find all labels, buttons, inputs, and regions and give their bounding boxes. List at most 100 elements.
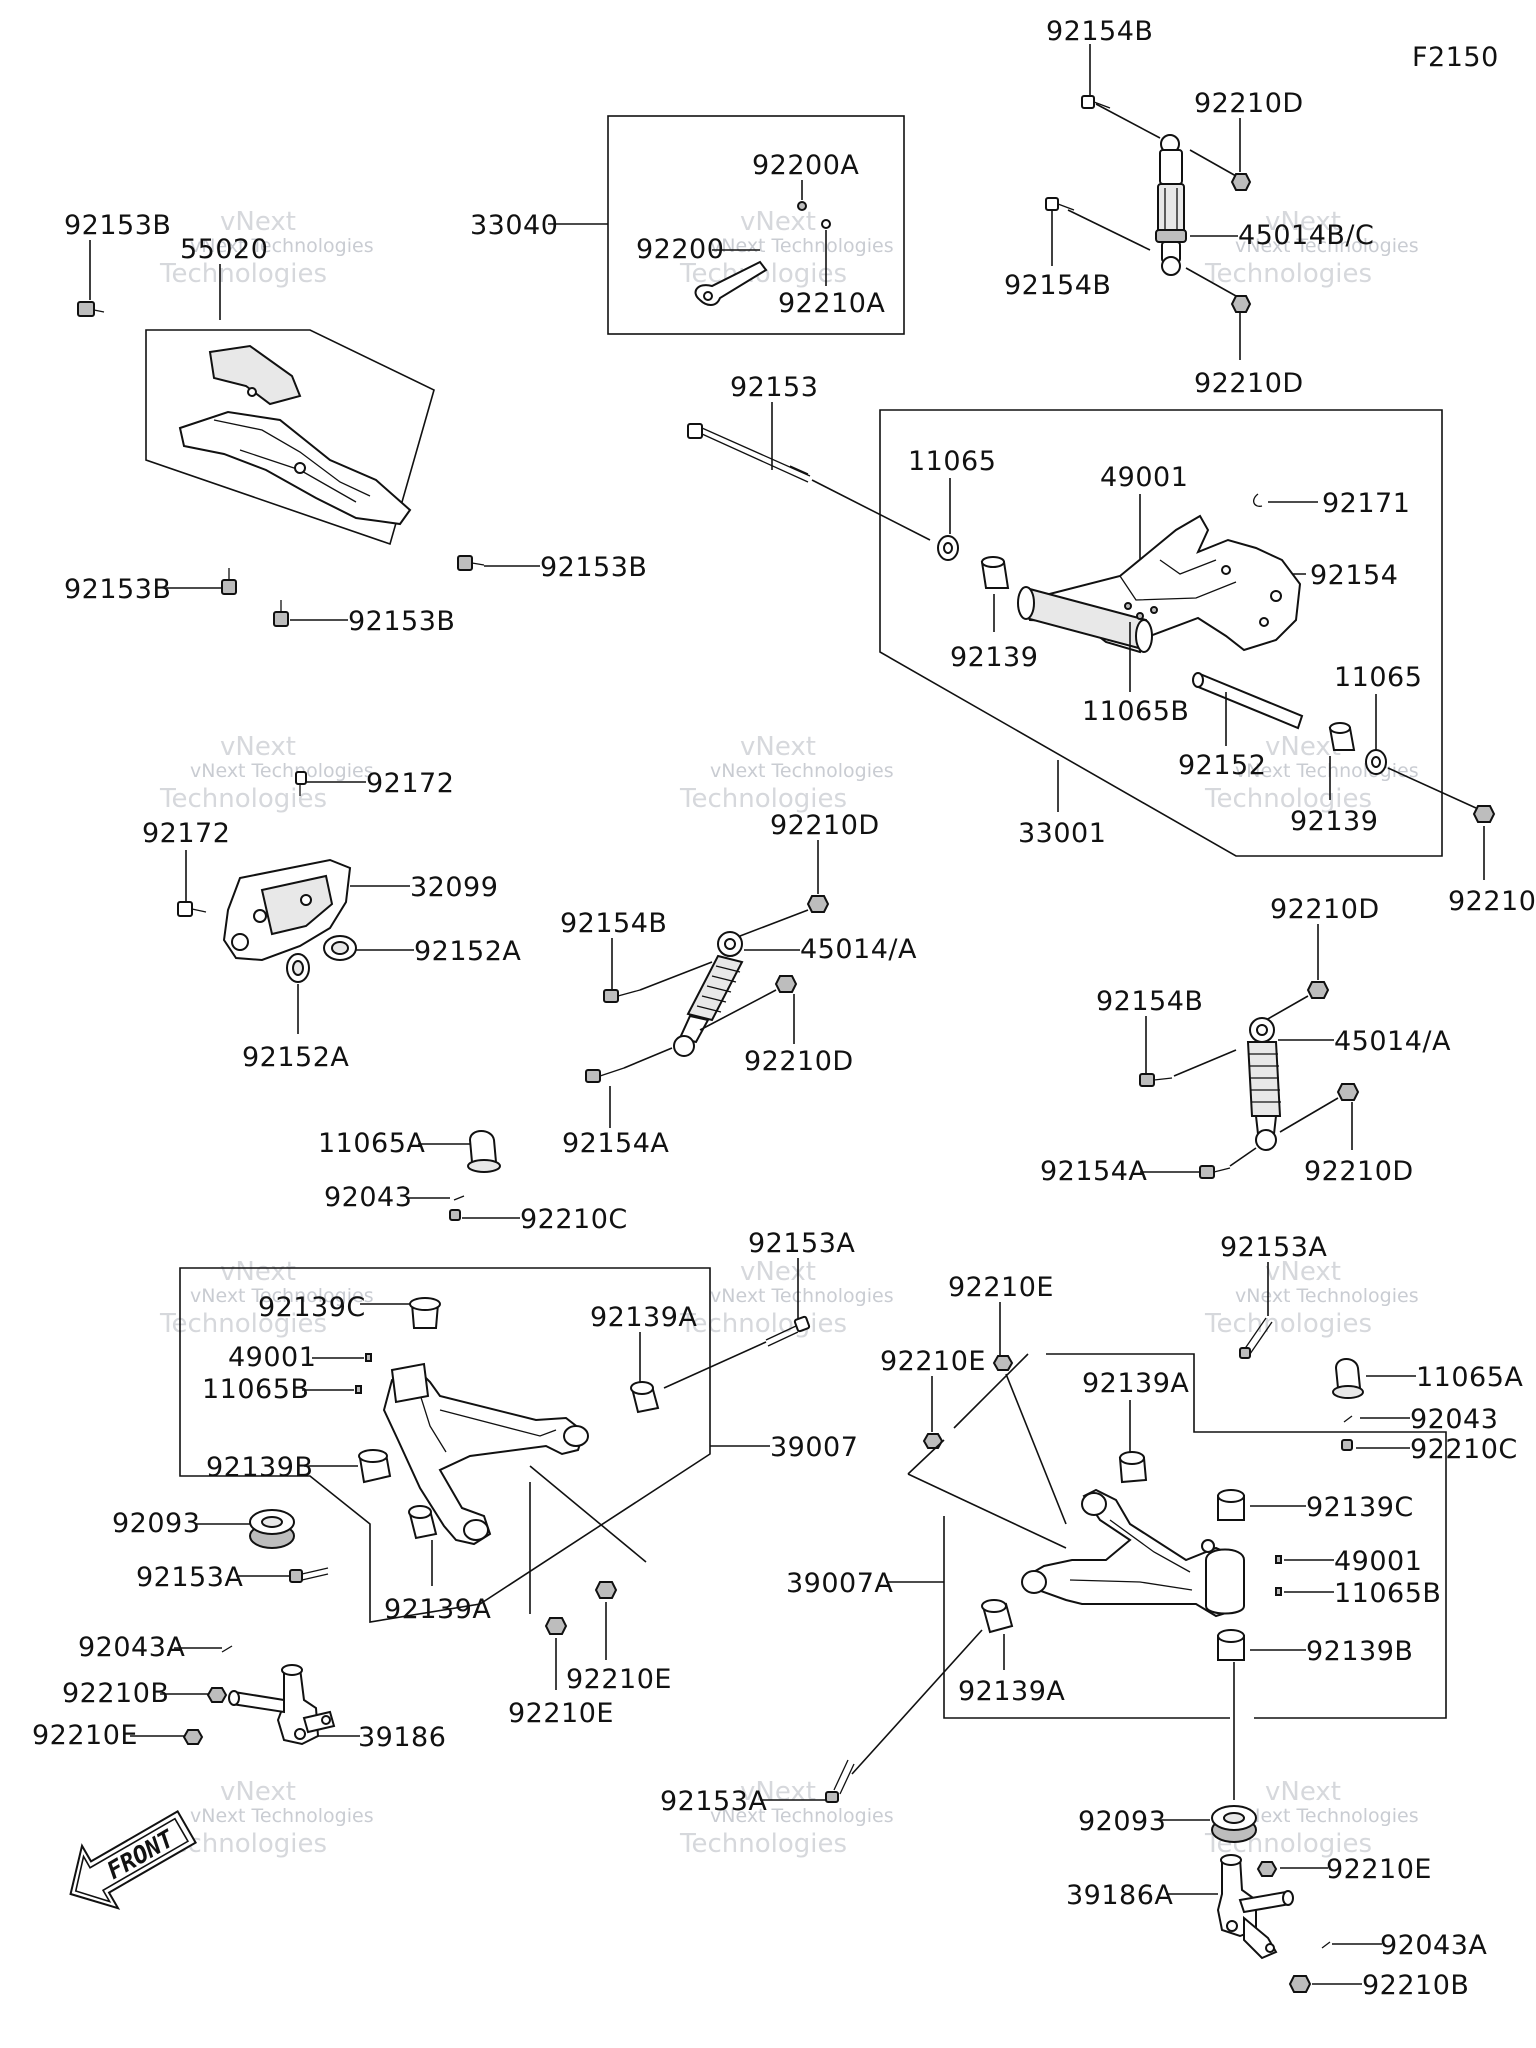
part-label-92210D[interactable]: 92210D bbox=[744, 1046, 854, 1077]
nut-92210D[interactable] bbox=[1230, 173, 1252, 191]
grommet-92152A[interactable] bbox=[323, 935, 357, 961]
bushing-92139B[interactable] bbox=[1217, 1629, 1245, 1661]
bolt-92154A[interactable] bbox=[1199, 1165, 1231, 1179]
part-label-92139C[interactable]: 92139C bbox=[258, 1292, 366, 1323]
nut-92210[interactable] bbox=[1472, 805, 1496, 823]
axle-bolt-92153[interactable] bbox=[687, 423, 811, 483]
part-label-92139B[interactable]: 92139B bbox=[206, 1452, 313, 1483]
part-label-45014B-C[interactable]: 45014B/C bbox=[1238, 220, 1374, 251]
pin-92043A[interactable] bbox=[1321, 1941, 1331, 1949]
nut-92210C[interactable] bbox=[449, 1209, 461, 1221]
part-label-92210C[interactable]: 92210C bbox=[520, 1204, 628, 1235]
part-label-92153A[interactable]: 92153A bbox=[660, 1786, 767, 1817]
bolt-92153A[interactable] bbox=[1239, 1317, 1273, 1359]
part-label-92153B[interactable]: 92153B bbox=[348, 606, 455, 637]
part-label-92093[interactable]: 92093 bbox=[112, 1508, 200, 1539]
part-label-39186[interactable]: 39186 bbox=[358, 1722, 446, 1753]
bolt-92154B[interactable] bbox=[1045, 197, 1075, 211]
part-label-92210C[interactable]: 92210C bbox=[1410, 1434, 1518, 1465]
part-label-92210E[interactable]: 92210E bbox=[566, 1664, 672, 1695]
part-label-45014-A[interactable]: 45014/A bbox=[1334, 1026, 1451, 1057]
part-label-39186A[interactable]: 39186A bbox=[1066, 1880, 1173, 1911]
shock-absorber-45014-A[interactable] bbox=[673, 931, 744, 1057]
bolt-92153B[interactable] bbox=[221, 568, 237, 595]
pin-92043[interactable] bbox=[453, 1195, 465, 1201]
nut-92210D[interactable] bbox=[1230, 295, 1252, 313]
nut-92210D[interactable] bbox=[1306, 981, 1330, 999]
bushing-11065A[interactable] bbox=[1332, 1358, 1364, 1399]
part-label-92171[interactable]: 92171 bbox=[1322, 488, 1410, 519]
nut-92210B[interactable] bbox=[1288, 1975, 1312, 1993]
skid-plate-55020[interactable] bbox=[178, 344, 412, 526]
bushing-92139A[interactable] bbox=[408, 1505, 438, 1540]
part-label-92043A[interactable]: 92043A bbox=[1380, 1930, 1487, 1961]
bolt-92154A[interactable] bbox=[585, 1067, 625, 1083]
knuckle-39186A[interactable] bbox=[1216, 1854, 1294, 1960]
part-label-92210A[interactable]: 92210A bbox=[778, 288, 885, 319]
a-arm-39007[interactable] bbox=[382, 1362, 589, 1546]
nut-92210E[interactable] bbox=[594, 1581, 618, 1599]
nut-92210E[interactable] bbox=[922, 1433, 944, 1449]
bushing-92139A[interactable] bbox=[981, 1599, 1014, 1634]
part-label-92152[interactable]: 92152 bbox=[1178, 750, 1266, 781]
part-label-39007A[interactable]: 39007A bbox=[786, 1568, 893, 1599]
boot-92093[interactable] bbox=[1211, 1805, 1257, 1843]
part-label-92139B[interactable]: 92139B bbox=[1306, 1636, 1413, 1667]
bushing-92139C[interactable] bbox=[1217, 1489, 1245, 1521]
part-label-33040[interactable]: 33040 bbox=[470, 210, 558, 241]
guard-32099[interactable] bbox=[222, 858, 352, 962]
part-label-92043[interactable]: 92043 bbox=[1410, 1404, 1498, 1435]
part-label-92153B[interactable]: 92153B bbox=[540, 552, 647, 583]
boot-92093[interactable] bbox=[249, 1509, 295, 1549]
bolt-92153A[interactable] bbox=[765, 1315, 811, 1347]
part-label-32099[interactable]: 32099 bbox=[410, 872, 498, 903]
nut-92210E[interactable] bbox=[1256, 1861, 1278, 1877]
nut-92210C[interactable] bbox=[1341, 1439, 1353, 1451]
part-label-92210B[interactable]: 92210B bbox=[1362, 1970, 1469, 2001]
part-label-92153B[interactable]: 92153B bbox=[64, 210, 171, 241]
part-label-92210E[interactable]: 92210E bbox=[32, 1720, 138, 1751]
pin-49001[interactable] bbox=[1275, 1555, 1282, 1564]
bolt-92153B[interactable] bbox=[273, 600, 289, 627]
part-label-92152A[interactable]: 92152A bbox=[242, 1042, 349, 1073]
part-label-92172[interactable]: 92172 bbox=[142, 818, 230, 849]
part-label-92153B[interactable]: 92153B bbox=[64, 574, 171, 605]
bushing-92139[interactable] bbox=[1328, 722, 1356, 751]
nut-92210A[interactable] bbox=[821, 219, 831, 229]
part-label-92154B[interactable]: 92154B bbox=[1004, 270, 1111, 301]
bolt-92154B[interactable] bbox=[603, 989, 641, 1003]
front-direction-arrow[interactable]: FRONT bbox=[53, 1796, 205, 1925]
bushing-92139A[interactable] bbox=[630, 1381, 660, 1414]
part-label-92154B[interactable]: 92154B bbox=[1046, 16, 1153, 47]
part-label-92154B[interactable]: 92154B bbox=[560, 908, 667, 939]
part-label-11065[interactable]: 11065 bbox=[908, 446, 996, 477]
part-label-92139A[interactable]: 92139A bbox=[384, 1594, 491, 1625]
part-label-39007[interactable]: 39007 bbox=[770, 1432, 858, 1463]
part-label-92093[interactable]: 92093 bbox=[1078, 1806, 1166, 1837]
part-label-92139A[interactable]: 92139A bbox=[1082, 1368, 1189, 1399]
clip-92171[interactable] bbox=[1253, 493, 1263, 507]
a-arm-39007A[interactable] bbox=[1021, 1488, 1245, 1618]
swing-arm-33001[interactable] bbox=[1017, 514, 1302, 654]
pin-92043[interactable] bbox=[1343, 1415, 1353, 1423]
pin-11065B[interactable] bbox=[1275, 1587, 1282, 1596]
pin-11065B[interactable] bbox=[355, 1385, 362, 1394]
part-label-92154A[interactable]: 92154A bbox=[1040, 1156, 1147, 1187]
part-label-92210D[interactable]: 92210D bbox=[1304, 1156, 1414, 1187]
part-label-92200[interactable]: 92200 bbox=[636, 234, 724, 265]
part-label-92139[interactable]: 92139 bbox=[1290, 806, 1378, 837]
part-label-92139[interactable]: 92139 bbox=[950, 642, 1038, 673]
washer-11065[interactable] bbox=[937, 535, 959, 561]
part-label-92210E[interactable]: 92210E bbox=[880, 1346, 986, 1377]
bolt-92153A[interactable] bbox=[289, 1567, 329, 1583]
nut-92210D[interactable] bbox=[774, 975, 798, 993]
part-label-92152A[interactable]: 92152A bbox=[414, 936, 521, 967]
grommet-92152A[interactable] bbox=[286, 953, 310, 983]
part-label-45014-A[interactable]: 45014/A bbox=[800, 934, 917, 965]
part-label-92154[interactable]: 92154 bbox=[1310, 560, 1398, 591]
part-label-11065B[interactable]: 11065B bbox=[1334, 1578, 1441, 1609]
part-label-11065A[interactable]: 11065A bbox=[1416, 1362, 1523, 1393]
bushing-92139B[interactable] bbox=[358, 1449, 392, 1484]
bushing-92139A[interactable] bbox=[1118, 1451, 1148, 1484]
part-label-11065B[interactable]: 11065B bbox=[1082, 696, 1189, 727]
